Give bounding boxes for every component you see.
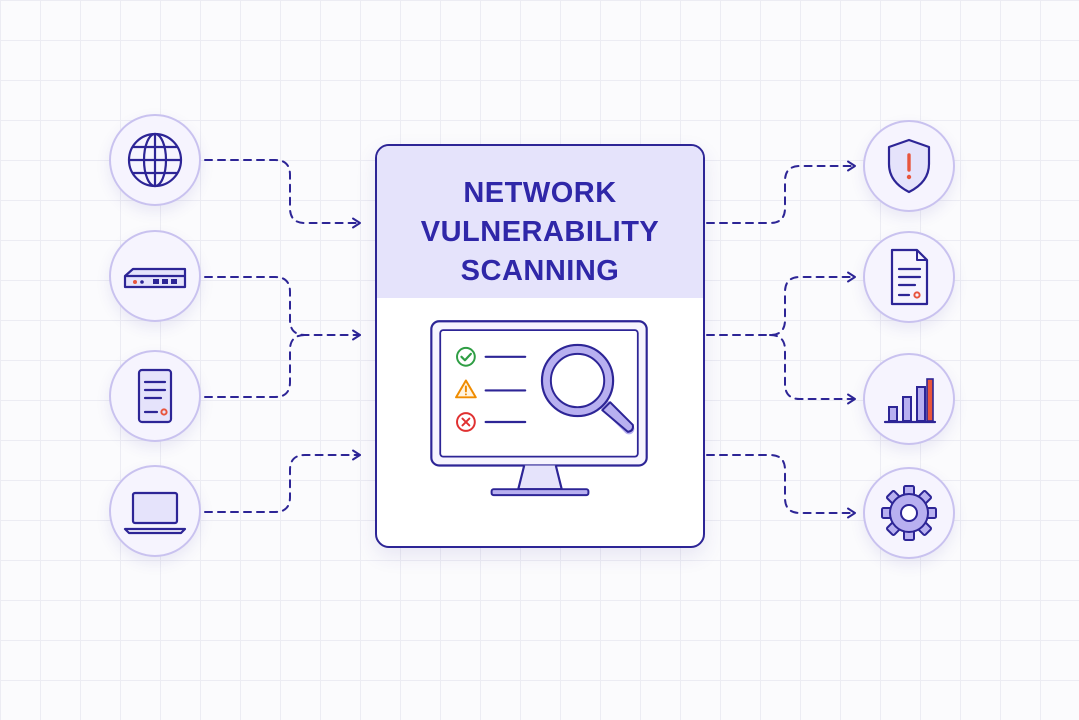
scanner-card: NETWORK VULNERABILITY SCANNING [375,144,705,548]
connector-shield [706,160,856,224]
laptop-icon [123,491,187,535]
laptop-node [109,465,201,557]
shield-node [863,120,955,212]
chart-node [863,353,955,445]
gear-node [863,467,955,559]
bar-chart-icon [883,378,937,424]
check-circle-icon [456,346,476,367]
report-node [863,231,955,323]
title-line-3: SCANNING [460,255,620,287]
router-icon [123,267,187,289]
title-line-2: VULNERABILITY [420,216,660,248]
connector-chart [769,334,856,405]
connector-router [204,276,361,341]
connector-server [204,334,306,398]
server-icon [137,368,173,424]
report-document-icon [890,248,929,306]
connector-gear [706,454,856,519]
monitor-scan-illustration [430,320,648,497]
shield-alert-icon [887,138,931,194]
gear-icon [881,485,937,541]
warning-triangle-icon [455,379,477,399]
server-node [109,350,201,442]
globe-node [109,114,201,206]
magnifier-icon [540,343,635,435]
connector-report [706,271,856,336]
connector-globe [204,159,361,229]
diagram-title: NETWORK VULNERABILITY SCANNING [377,174,703,291]
globe-icon [127,132,183,188]
connector-laptop [204,449,361,513]
card-header: NETWORK VULNERABILITY SCANNING [377,146,703,298]
x-circle-icon [456,412,476,432]
router-node [109,230,201,322]
title-line-1: NETWORK [463,177,617,209]
